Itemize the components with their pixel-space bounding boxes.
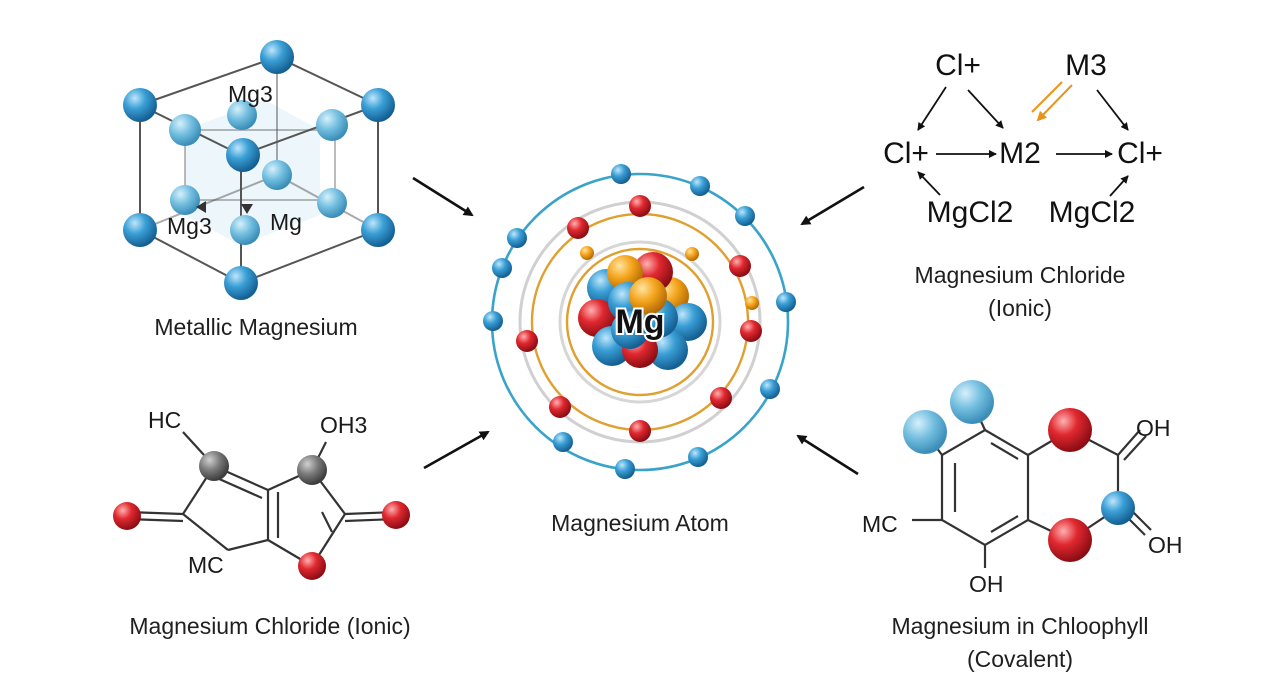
formula-m2: M2	[999, 137, 1041, 170]
atom-caption: Magnesium Atom	[551, 510, 729, 536]
mg-atom	[260, 40, 294, 74]
mg-atom	[950, 380, 994, 424]
chlorophyll-caption-line1: Magnesium in Chloophyll	[892, 613, 1149, 639]
chlorophyll-label-mc: MC	[862, 511, 898, 537]
ionic-bottom-caption: Magnesium Chloride (Ionic)	[129, 613, 410, 639]
formula-cl-right: Cl+	[1117, 137, 1163, 170]
oxygen-atom	[298, 552, 326, 580]
molecule-label-hc: HC	[148, 407, 181, 433]
mg-atom	[361, 88, 395, 122]
molecule-label-mc: MC	[188, 552, 224, 578]
carbon-atom	[199, 451, 229, 481]
chlorophyll-label-oh-top: OH	[1136, 415, 1171, 441]
mg-atom	[226, 138, 260, 172]
mg-atom	[169, 114, 201, 146]
mg-atom	[224, 266, 258, 300]
mg-atom	[317, 188, 347, 218]
inner-shell	[565, 247, 715, 397]
chlorophyll-molecule: OH OH MC OH	[862, 380, 1183, 597]
mg-atom	[361, 213, 395, 247]
magnesium-atom: Mg	[483, 164, 796, 479]
ionic-reaction-scheme: Cl+ M3 Cl+ M2 Cl+ MgCl2 MgCl2	[883, 49, 1163, 229]
metallic-label-mg3-bottom: Mg3	[167, 213, 212, 239]
oxygen-atom	[113, 502, 141, 530]
mg-atom	[262, 160, 292, 190]
molecule-label-oh3: OH3	[320, 412, 367, 438]
arrow-metallic-to-atom	[412, 176, 474, 217]
mg-atom	[123, 213, 157, 247]
nucleus-label: Mg	[615, 303, 664, 341]
mg-atom	[170, 185, 200, 215]
chlorophyll-label-oh-right: OH	[1148, 532, 1183, 558]
mg-atom	[316, 109, 348, 141]
mg-atom	[230, 215, 260, 245]
mg-atom	[903, 410, 947, 454]
inner-shell-gray	[558, 240, 722, 404]
oxygen-atom	[382, 501, 410, 529]
outer-electrons	[483, 164, 796, 479]
chlorophyll-label-oh-bottom: OH	[969, 571, 1004, 597]
pointer-mark	[196, 201, 206, 213]
metallic-label-mg3-top: Mg3	[228, 81, 273, 107]
scheme-arrows	[917, 81, 1129, 197]
formula-cl-left: Cl+	[883, 137, 929, 170]
formula-mgcl2-left: MgCl2	[927, 196, 1014, 229]
formula-mgcl2-right: MgCl2	[1049, 196, 1136, 229]
inner-electrons	[580, 246, 759, 310]
middle-electrons	[516, 195, 762, 442]
oxygen-atom	[1048, 518, 1092, 562]
carbon-atom	[297, 455, 327, 485]
formula-cl-top: Cl+	[935, 49, 981, 82]
crystal-inner-volume	[185, 100, 320, 245]
mg-atom	[1101, 491, 1135, 525]
pointer-mark	[241, 204, 253, 214]
nucleus	[578, 252, 707, 370]
oxygen-atom	[1048, 408, 1092, 452]
arrow-molecule-to-atom	[423, 430, 490, 470]
mg-atom	[123, 88, 157, 122]
arrow-chlorophyll-to-atom	[796, 434, 859, 476]
ionic-top-caption-line2: (Ionic)	[988, 295, 1052, 321]
formula-m3: M3	[1065, 49, 1107, 82]
mg-atom	[227, 100, 257, 130]
ionic-top-caption-line1: Magnesium Chloride	[915, 262, 1126, 288]
metallic-label-mg: Mg	[270, 209, 302, 235]
arrow-ionic-to-atom	[800, 185, 865, 226]
metallic-caption: Metallic Magnesium	[154, 314, 357, 340]
chlorophyll-caption-line2: (Covalent)	[967, 646, 1073, 672]
metallic-crystal: Mg3 Mg3 Mg	[123, 40, 395, 300]
ionic-molecule: HC OH3 MC	[113, 407, 410, 580]
